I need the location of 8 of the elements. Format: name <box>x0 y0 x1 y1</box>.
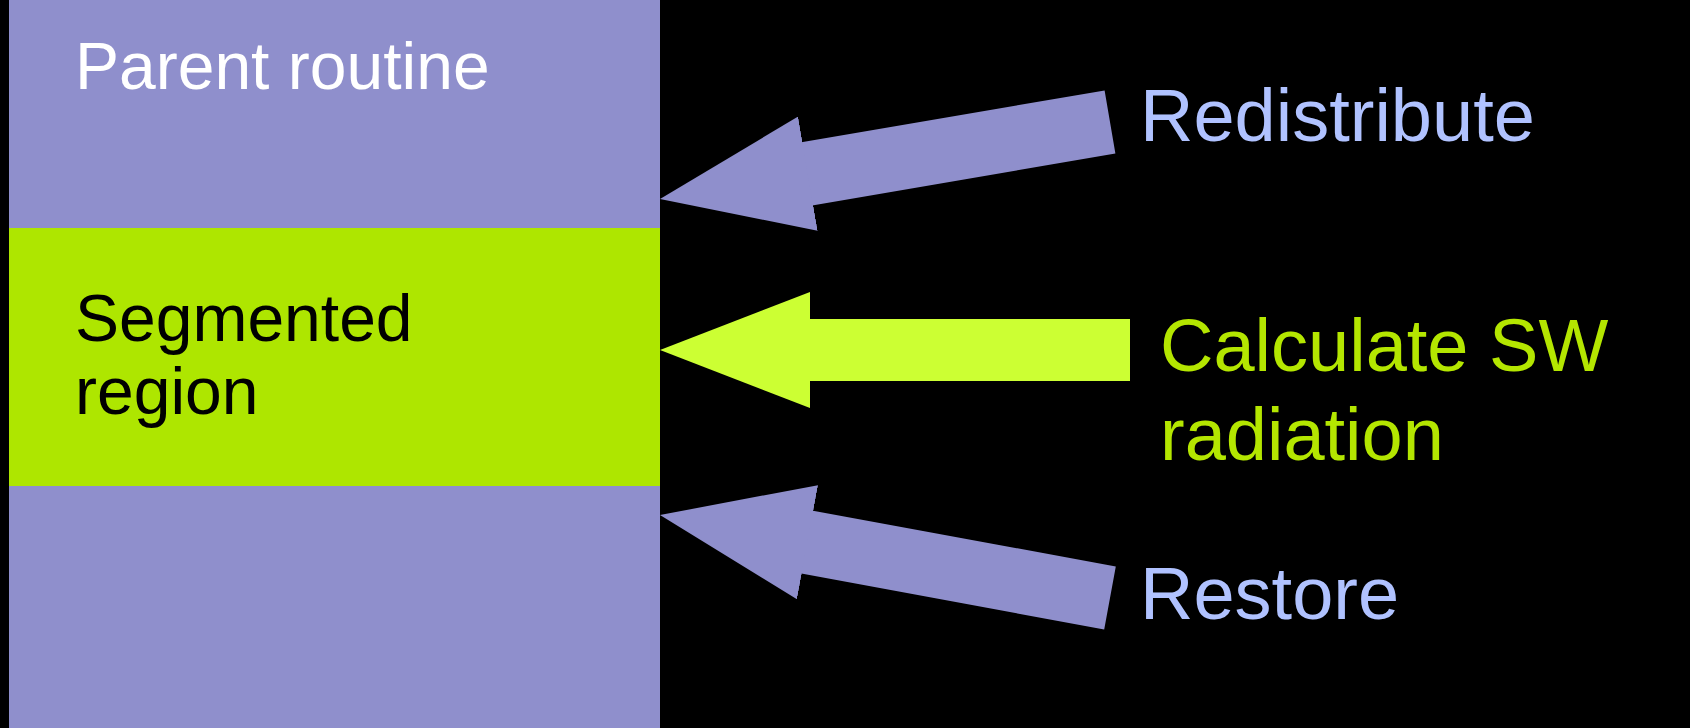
routine-box <box>9 0 660 728</box>
step-label: Restore <box>1140 552 1400 635</box>
box-label: Parent routine <box>75 30 491 103</box>
block-arrow <box>660 292 1130 408</box>
segment-band <box>9 228 660 486</box>
step-label: Redistribute <box>1140 74 1535 157</box>
box-label: Segmented region <box>75 282 414 428</box>
step-label: Calculate SW radiation <box>1160 304 1609 476</box>
